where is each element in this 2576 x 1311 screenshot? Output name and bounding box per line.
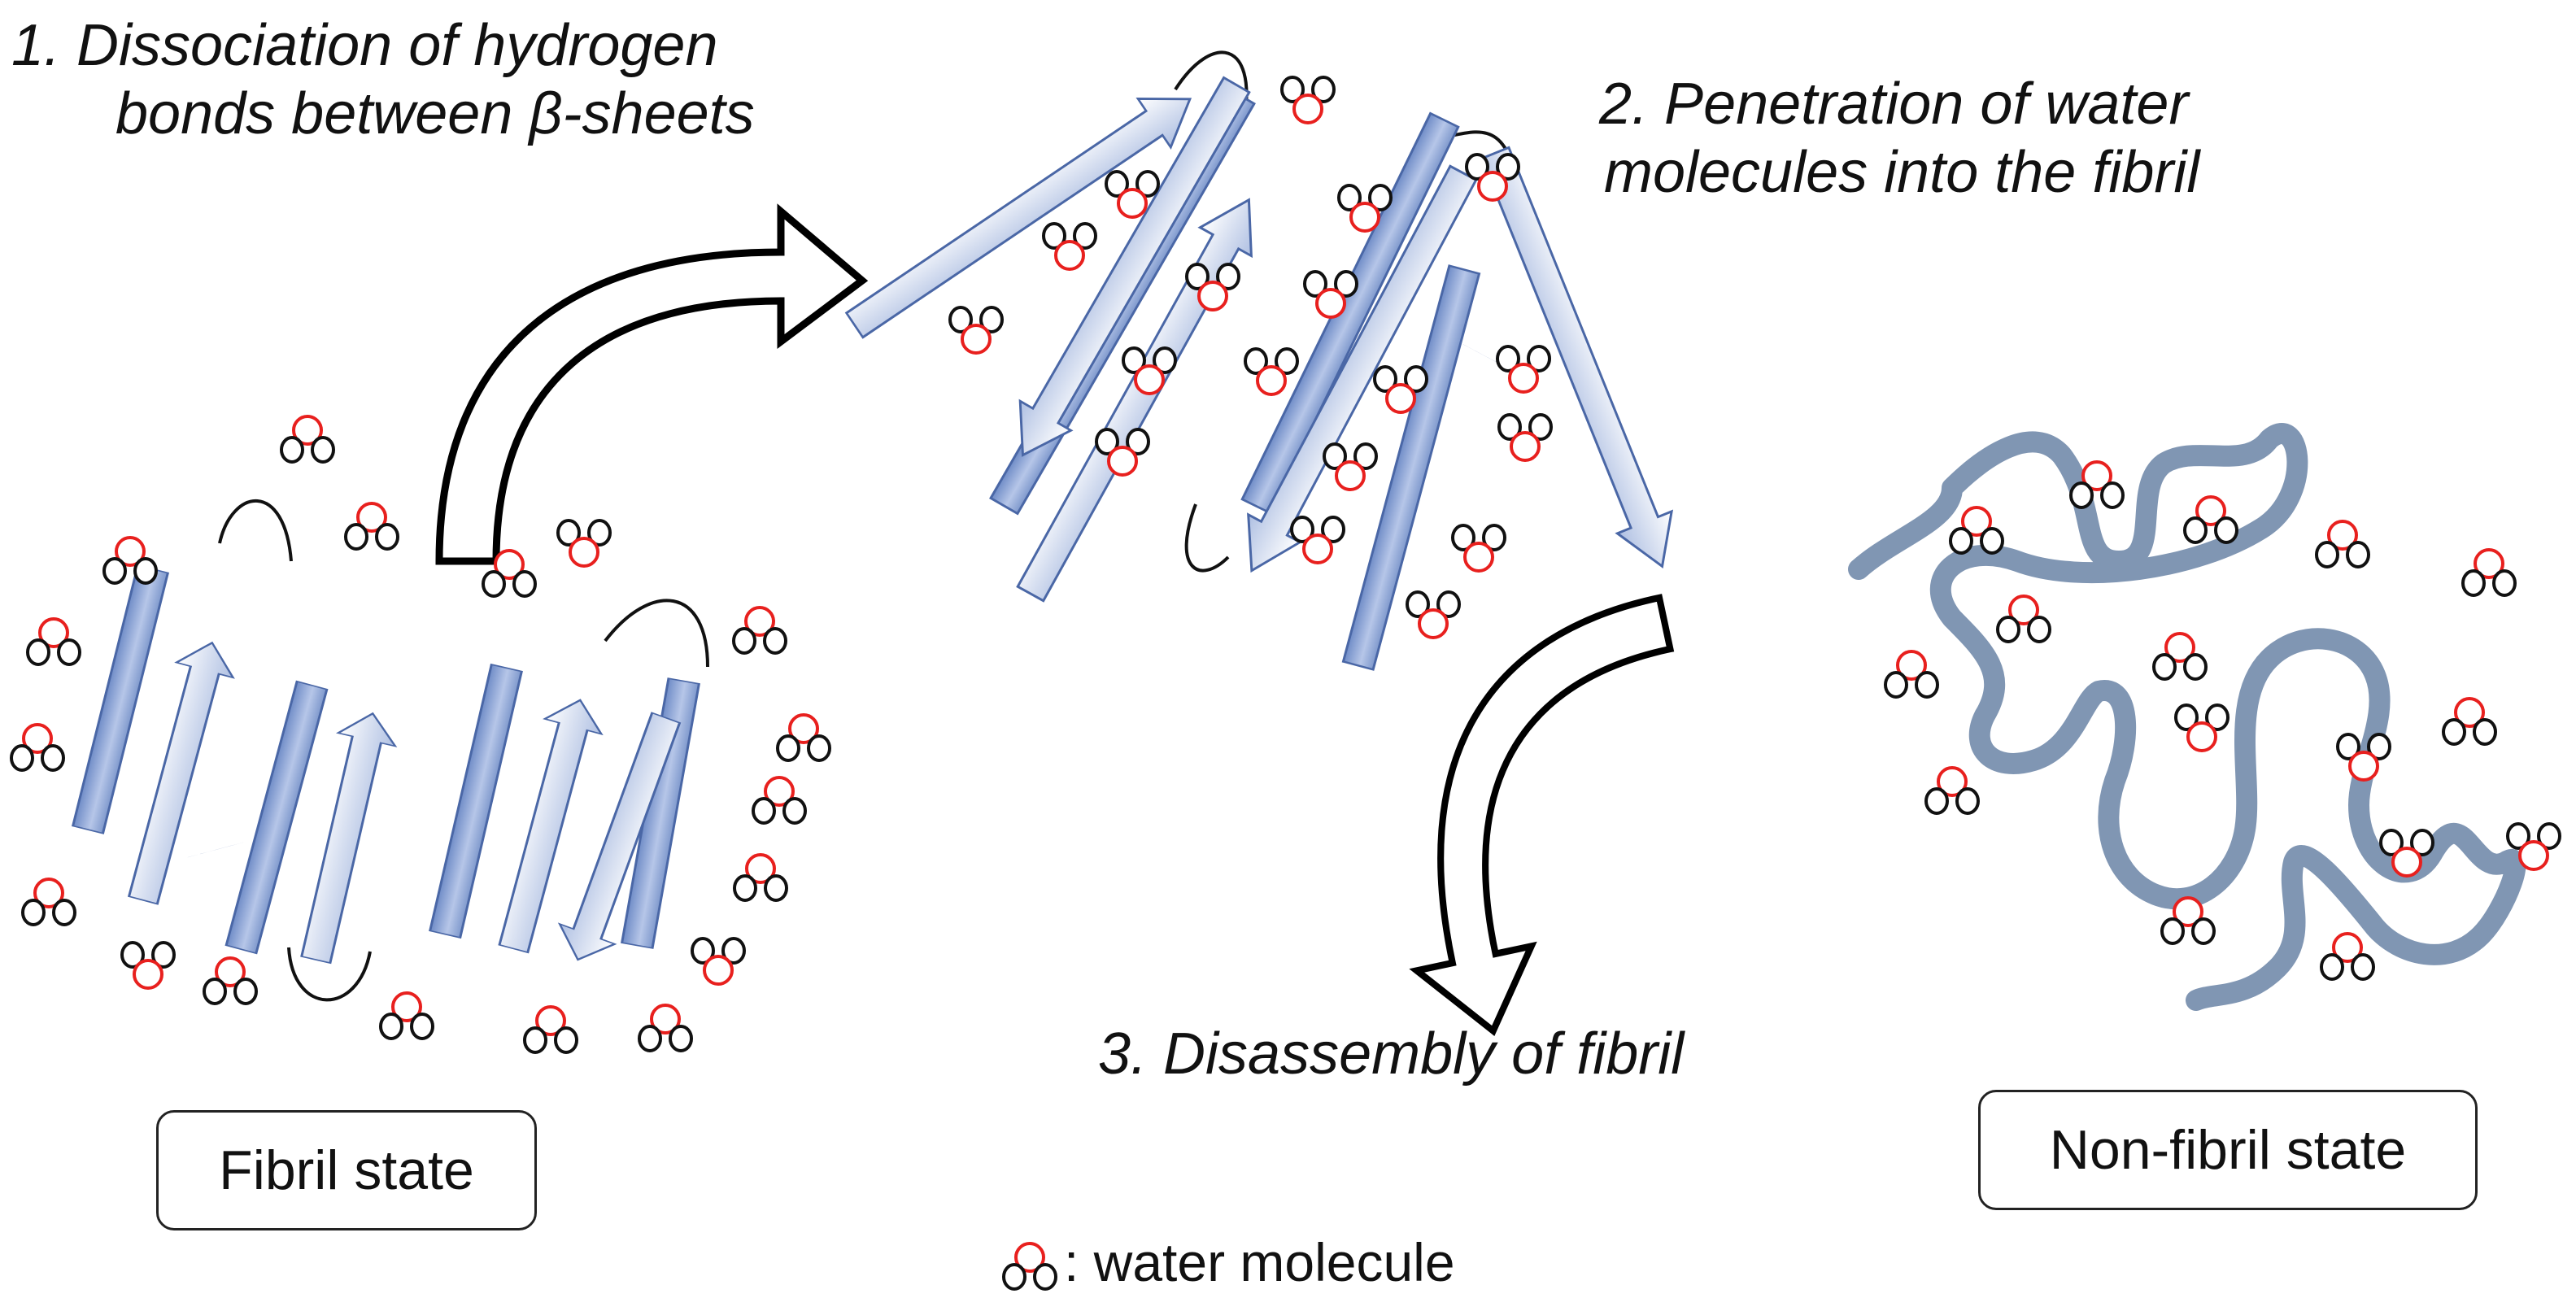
loop-line [218, 499, 293, 562]
water-molecule-icon [1496, 345, 1551, 394]
water-molecule-icon [638, 1004, 693, 1052]
water-molecule-icon [26, 617, 81, 666]
step-1-line-1: 1. Dissociation of hydrogen [11, 13, 718, 78]
water-molecule-icon [1002, 1242, 1057, 1291]
water-molecule-icon [102, 536, 158, 585]
water-molecule-icon [1323, 442, 1378, 491]
step-1-label: 1. Dissociation of hydrogen bonds betwee… [11, 11, 755, 148]
non-fibril-state-box: Non-fibril state [1978, 1090, 2478, 1210]
water-molecule-icon [2315, 520, 2370, 568]
water-molecule-icon [1290, 516, 1345, 564]
step-2-label: 2. Penetration of water molecules into t… [1599, 70, 2199, 207]
water-molecule-icon [1451, 524, 1506, 573]
water-molecule-icon [733, 853, 788, 902]
step-3-label: 3. Disassembly of fibril [1098, 1021, 1685, 1087]
water-molecule-icon [1042, 222, 1097, 271]
step-1-line-2-suffix: -sheets [562, 81, 755, 146]
water-molecule-icon [1884, 650, 1939, 699]
curved-arrow-1 [439, 211, 862, 561]
water-molecule-icon [691, 937, 746, 986]
step-2-line-1: 2. Penetration of water [1599, 72, 2189, 137]
water-molecule-icon [344, 502, 399, 551]
fibril-state-structure [72, 499, 709, 1002]
water-molecule-icon [1996, 595, 2051, 643]
water-molecule-icon [1406, 590, 1461, 639]
water-molecule-icon [2320, 932, 2375, 981]
non-fibril-state-label: Non-fibril state [2049, 1119, 2407, 1181]
water-molecule-icon [752, 776, 807, 825]
legend-label: : water molecule [1064, 1232, 1455, 1292]
loop-line [604, 599, 709, 668]
random-coil-chain [1848, 423, 2526, 1011]
water-molecule-icon [2461, 548, 2517, 597]
water-molecule-icon [120, 941, 176, 990]
water-molecule-icon [280, 415, 335, 464]
water-molecule-icon [2174, 703, 2229, 752]
curved-arrow-2 [1351, 598, 1740, 1043]
loop-line [287, 947, 372, 1002]
water-molecule-icon [732, 606, 787, 655]
step-1-line-2-text: bonds between [116, 81, 530, 146]
beta-strand [429, 663, 523, 939]
beta-strand [72, 564, 169, 835]
loop-line [1184, 503, 1230, 573]
step-1-line-2: bonds between β-sheets [11, 80, 755, 148]
water-molecule-icon [2183, 495, 2238, 544]
water-molecule-icon [1497, 413, 1553, 462]
water-molecule-icon [556, 519, 612, 568]
beta-symbol: β [529, 81, 563, 146]
water-molecule-icon [1280, 76, 1336, 124]
step-2-line-2: molecules into the fibril [1604, 140, 2200, 205]
water-molecule-icon [948, 306, 1004, 355]
water-molecule-icon [2442, 697, 2497, 746]
water-molecule-icon [379, 991, 434, 1040]
water-molecule-icon [10, 723, 65, 772]
dissociated-sheet-structure [837, 50, 1691, 671]
water-molecule-icon [776, 713, 831, 762]
water-molecule-icon [2152, 632, 2208, 681]
water-molecule-icon [1924, 766, 1980, 815]
water-molecule-icon [203, 956, 258, 1005]
fibril-state-box: Fibril state [156, 1110, 537, 1230]
water-molecule-icon [523, 1005, 578, 1054]
water-molecule-icon [1244, 347, 1299, 396]
water-molecule-icon [21, 878, 76, 926]
fibril-state-label: Fibril state [219, 1139, 474, 1201]
